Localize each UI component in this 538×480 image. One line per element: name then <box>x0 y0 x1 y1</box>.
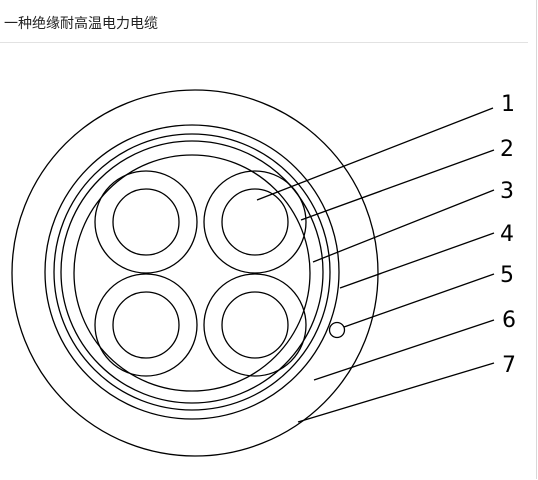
callout-label-4: 4 <box>500 222 514 247</box>
armor-layer-middle <box>53 133 331 411</box>
callout-label-7: 7 <box>502 353 516 378</box>
conductor-bottom-left <box>112 291 180 359</box>
leader-line-3 <box>312 189 495 263</box>
callout-label-3: 3 <box>500 179 514 204</box>
leader-line-2 <box>300 149 495 221</box>
armor-layer-outer <box>44 124 340 420</box>
page-title: 一种绝缘耐高温电力电缆 <box>4 16 158 32</box>
insulation-bottom-right <box>203 273 307 377</box>
conductor-top-right <box>221 188 289 256</box>
callout-label-5: 5 <box>500 263 514 288</box>
drain-wire <box>328 321 346 339</box>
callout-label-2: 2 <box>500 137 514 162</box>
armor-layer-inner <box>60 140 324 404</box>
wrapping-layer <box>73 154 311 392</box>
leader-line-1 <box>256 107 494 201</box>
insulation-bottom-left <box>94 273 198 377</box>
conductor-top-left <box>112 188 180 256</box>
conductor-bottom-right <box>221 291 289 359</box>
insulation-top-left <box>94 170 198 274</box>
leader-line-5 <box>343 273 495 328</box>
callout-label-6: 6 <box>502 308 516 333</box>
leader-line-6 <box>313 319 495 381</box>
callout-label-1: 1 <box>501 92 515 117</box>
leader-line-7 <box>297 362 495 423</box>
title-bar: 一种绝缘耐高温电力电缆 <box>0 0 528 43</box>
insulation-top-right <box>203 170 307 274</box>
outer-sheath <box>11 89 379 457</box>
leader-line-4 <box>339 232 495 289</box>
